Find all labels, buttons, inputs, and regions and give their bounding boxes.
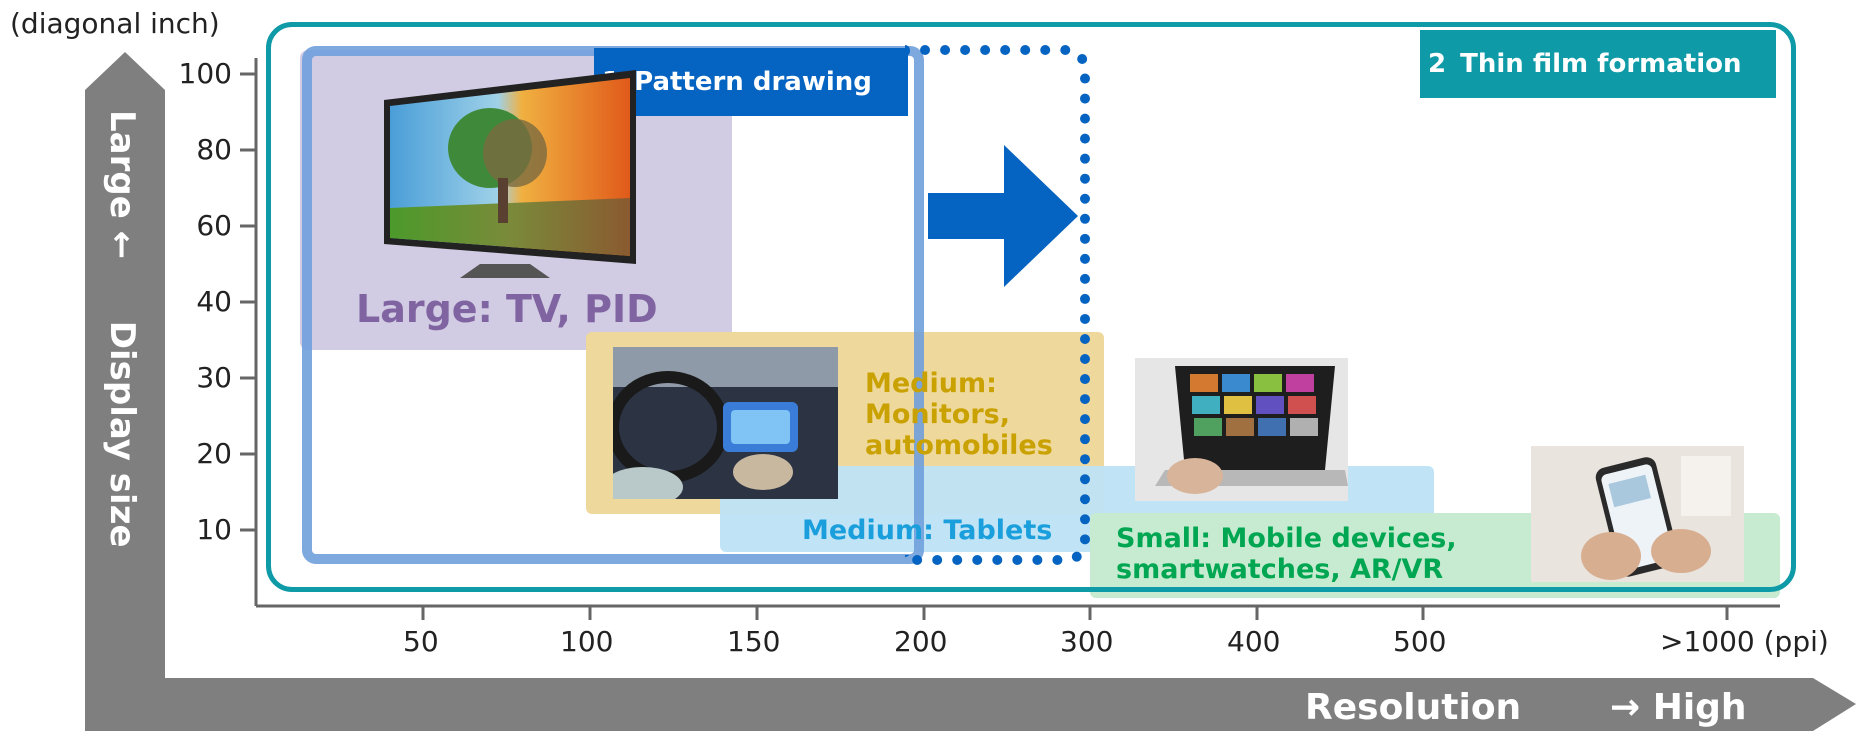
- laptop-photo: [1135, 358, 1348, 501]
- thin-film-formation-number: 2: [1428, 49, 1447, 79]
- y-unit-label: (diagonal inch): [10, 7, 220, 40]
- x-tick-200: 200: [894, 625, 948, 658]
- smartphone-photo: [1531, 446, 1744, 582]
- y-tick-30: 30: [196, 361, 232, 394]
- x-tick-150: 150: [727, 625, 781, 658]
- x-tick-500: 500: [1393, 625, 1447, 658]
- x-tick-300: 300: [1060, 625, 1114, 658]
- resolution-label: Resolution: [1305, 687, 1522, 728]
- high-label: → High: [1610, 687, 1747, 728]
- pattern-drawing-label: Pattern drawing: [634, 67, 872, 97]
- y-tick-20: 20: [196, 437, 232, 470]
- thin-film-formation-label: Thin film formation: [1460, 49, 1742, 79]
- medium-monitors-line-2: Monitors,: [865, 399, 1010, 431]
- small-category-label: Small: Mobile devices, smartwatches, AR/…: [1116, 523, 1457, 585]
- y-tick-40: 40: [196, 285, 232, 318]
- medium-monitors-line-3: automobiles: [865, 430, 1053, 462]
- y-tick-80: 80: [196, 133, 232, 166]
- y-tick-100: 100: [178, 57, 232, 90]
- x-tick-100: 100: [560, 625, 614, 658]
- pattern-drawing-expansion-frame: [905, 45, 1090, 565]
- y-tick-10: 10: [196, 513, 232, 546]
- thin-film-formation-frame: [266, 22, 1796, 592]
- medium-monitors-line-1: Medium:: [865, 368, 997, 399]
- medium-monitors-label: Medium: Monitors, automobiles: [865, 368, 1053, 461]
- expansion-arrow: [928, 145, 1078, 287]
- x-tick-1000-ppi: >1000 (ppi): [1660, 625, 1829, 658]
- resolution-arrow: [85, 678, 1856, 731]
- pattern-drawing-badge: 1 Pattern drawing: [594, 48, 908, 116]
- large-category-label: Large: TV, PID: [356, 287, 658, 331]
- tv-photo: [380, 68, 640, 278]
- medium-tablets-label: Medium: Tablets: [802, 515, 1053, 546]
- x-tick-400: 400: [1227, 625, 1281, 658]
- display-size-arrow: [85, 52, 165, 731]
- small-category-line-2: smartwatches, AR/VR: [1116, 554, 1444, 586]
- y-tick-60: 60: [196, 209, 232, 242]
- car-dashboard-photo: [613, 347, 838, 499]
- thin-film-formation-badge: 2 Thin film formation: [1420, 30, 1776, 98]
- x-tick-50: 50: [403, 625, 439, 658]
- small-category-line-1: Small: Mobile devices,: [1116, 523, 1457, 554]
